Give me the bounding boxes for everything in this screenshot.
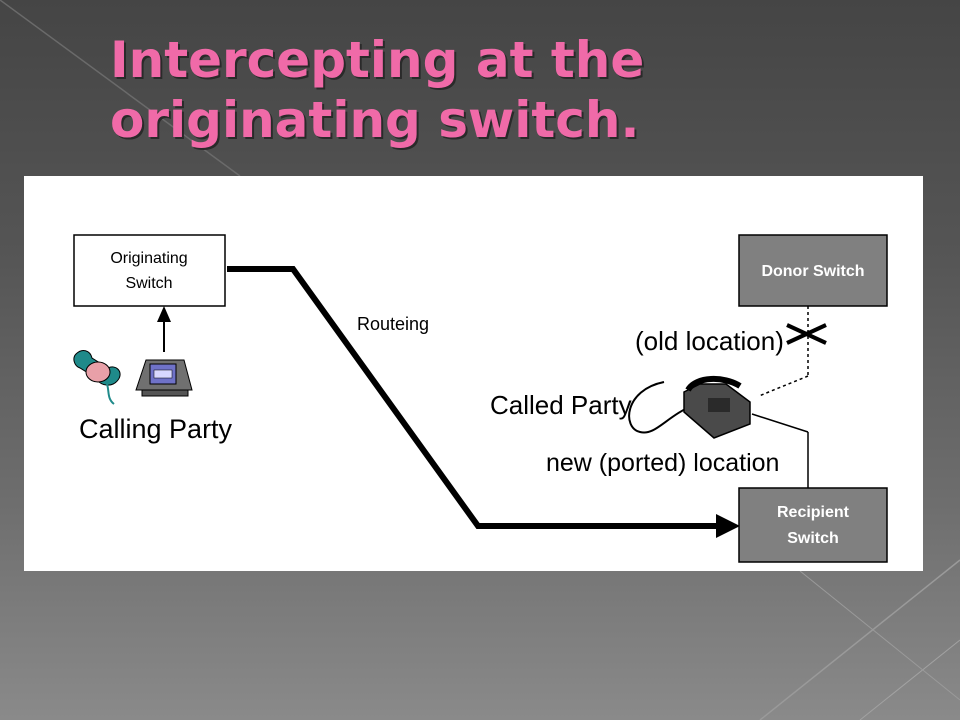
slide-title: Intercepting at the originating switch.	[110, 31, 645, 149]
handset-icon	[73, 350, 121, 405]
new-link-solid	[751, 413, 809, 488]
called-party-label: Called Party	[490, 390, 632, 420]
new-location-label: new (ported) location	[546, 449, 779, 477]
routeing-label: Routeing	[357, 314, 429, 334]
recipient-switch-box: Recipient Switch	[738, 487, 888, 563]
donor-switch-label: Donor Switch	[761, 263, 864, 280]
routeing-path	[227, 266, 740, 538]
diagram-panel: Originating Switch Calling Party Routei	[24, 176, 923, 571]
originating-switch-box: Originating Switch	[73, 234, 226, 307]
desk-phone-icon	[135, 359, 193, 397]
disconnected-x-icon	[786, 323, 827, 345]
old-location-label: (old location)	[635, 326, 784, 356]
number-portability-diagram: Originating Switch Calling Party Routei	[73, 234, 888, 563]
calling-party-label: Calling Party	[79, 414, 233, 444]
old-link-dashed	[758, 306, 809, 397]
originating-switch-line1: Originating	[110, 250, 187, 267]
recipient-switch-line1: Recipient	[777, 504, 850, 521]
donor-switch-box: Donor Switch	[738, 234, 888, 307]
recipient-switch-line2: Switch	[787, 530, 839, 547]
originating-switch-line2: Switch	[125, 275, 172, 292]
up-arrow	[157, 306, 171, 352]
telephone-icon	[628, 376, 751, 439]
